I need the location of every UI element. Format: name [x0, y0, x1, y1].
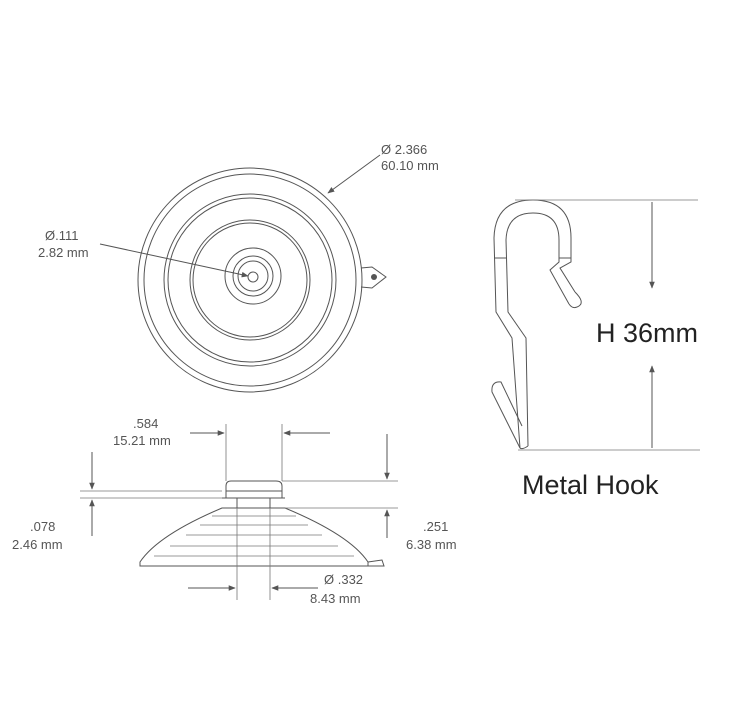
outer-diameter-callout: Ø 2.366 60.10 mm	[327, 142, 439, 194]
stem-diameter-dimension: Ø .332 8.43 mm	[188, 572, 363, 606]
center-hole-circle	[247, 271, 259, 283]
hook-title: Metal Hook	[522, 470, 659, 500]
hole-diameter-callout: Ø.111 2.82 mm	[38, 228, 249, 278]
knob-width-in: .584	[133, 416, 158, 431]
knob-gap-mm: 2.46 mm	[12, 537, 63, 552]
ring-circle-4	[192, 222, 308, 338]
hook-height-dimension: H 36mm	[515, 199, 700, 451]
hook-lower-end	[491, 381, 529, 450]
suction-cup-side-view	[139, 480, 385, 600]
cup-height-mm: 6.38 mm	[406, 537, 457, 552]
knob-outline	[225, 480, 283, 499]
hole-diameter-mm: 2.82 mm	[38, 245, 89, 260]
outer-rim-circle	[137, 167, 363, 393]
hook-inner-outline	[505, 212, 570, 447]
hook-height-label: H 36mm	[596, 318, 698, 348]
outer-diameter-mm: 60.10 mm	[381, 158, 439, 173]
side-tab	[367, 559, 385, 567]
release-tab	[360, 266, 387, 289]
outer-diameter-in: Ø 2.366	[381, 142, 427, 157]
knob-width-dimension: .584 15.21 mm	[113, 416, 330, 481]
knob-inner-circle	[232, 255, 274, 297]
suction-cup-top-view	[137, 167, 387, 393]
hook-tip	[568, 291, 582, 309]
knob-width-mm: 15.21 mm	[113, 433, 171, 448]
knob-outer-circle	[224, 247, 282, 305]
stem-diameter-in: Ø .332	[324, 572, 363, 587]
stem-diameter-mm: 8.43 mm	[310, 591, 361, 606]
ring-circle-2	[167, 197, 333, 363]
knob-core-circle	[237, 260, 269, 292]
ring-circle-3	[189, 219, 311, 341]
release-tab-dot	[371, 274, 377, 280]
rim-inner-circle	[143, 173, 357, 387]
cup-height-dimension: .251 6.38 mm	[282, 434, 457, 552]
knob-gap-in: .078	[30, 519, 55, 534]
hole-diameter-in: Ø.111	[45, 228, 78, 243]
cup-height-in: .251	[423, 519, 448, 534]
knob-gap-dimension: .078 2.46 mm	[12, 452, 222, 552]
ring-circle-1	[163, 193, 337, 367]
metal-hook	[491, 199, 582, 450]
cone-body	[139, 507, 369, 567]
